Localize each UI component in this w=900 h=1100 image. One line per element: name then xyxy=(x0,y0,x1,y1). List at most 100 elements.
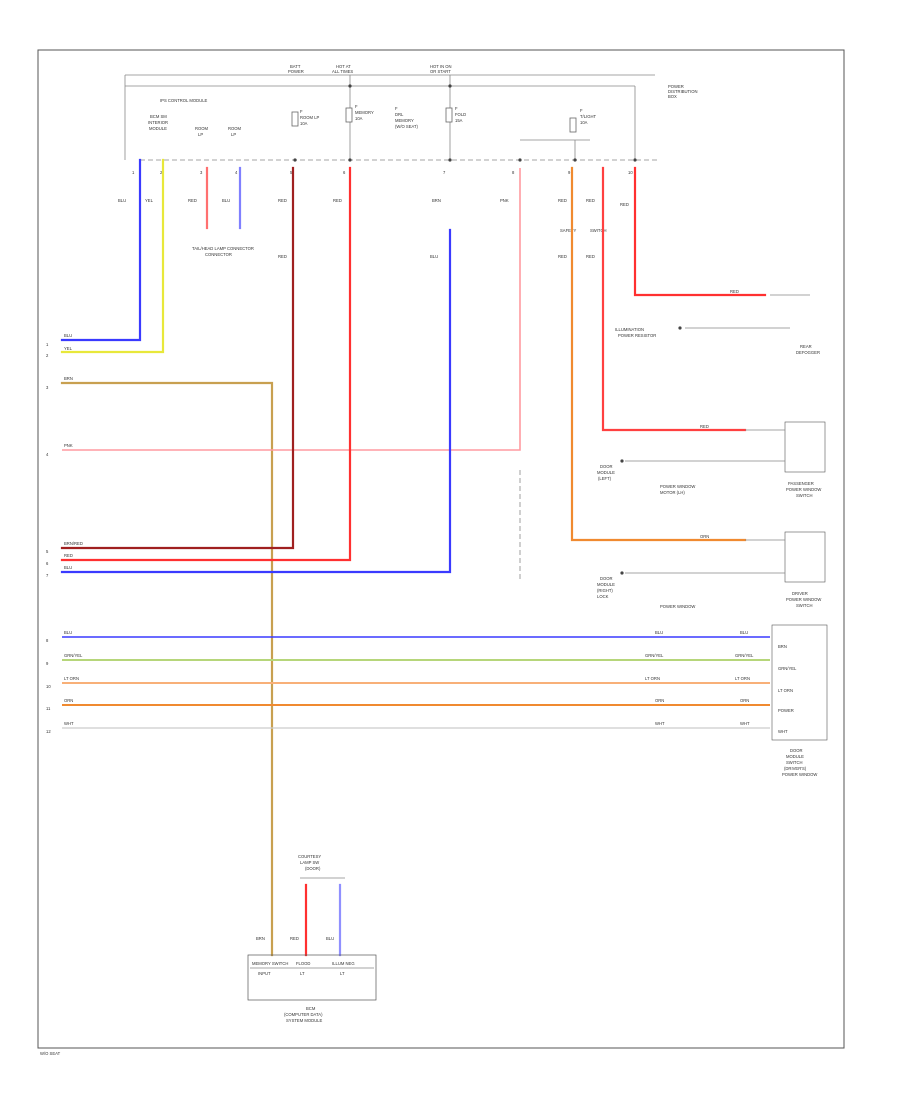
ll-ltorn: LT ORN xyxy=(64,676,79,681)
label-all-times: ALL TIMES xyxy=(332,69,353,74)
label-switch: SWITCH xyxy=(590,228,607,233)
wl-red-9: RED xyxy=(586,254,595,259)
label-fuse7-b: FOLD xyxy=(455,112,466,117)
label-hot-at: HOT AT xyxy=(336,64,351,69)
rl-ltorn-a: LT ORN xyxy=(645,676,660,681)
label-fuse4-a: F xyxy=(300,109,303,114)
rl-wht-b: WHT xyxy=(740,721,750,726)
wire-orn-right xyxy=(570,166,747,542)
wire-pnk xyxy=(62,168,521,451)
label-power-dist-2: DISTRIBUTION xyxy=(668,89,698,94)
label-fuse1-b: INTERIOR xyxy=(148,120,168,125)
lp-1: 1 xyxy=(46,342,49,347)
label-resistor: POWER RESISTOR xyxy=(618,333,656,338)
box-3: ILLUM NEG xyxy=(332,961,355,966)
label-ctrl-c: (DOOR) xyxy=(305,866,321,871)
rl-blu-b: BLU xyxy=(740,630,748,635)
rl-ltorn-b: LT ORN xyxy=(735,676,750,681)
rl-orn-b: ORN xyxy=(740,698,749,703)
label-bot-r-d: (DRIVER'S) xyxy=(784,766,807,771)
rl-red-top: RED xyxy=(730,289,739,294)
label-power: POWER xyxy=(288,69,304,74)
label-bot-r-e: POWER WINDOW xyxy=(782,772,817,777)
bl-ltblu: BLU xyxy=(326,936,334,941)
lp-6: 6 xyxy=(46,561,49,566)
wl-blu-3: BLU xyxy=(430,254,438,259)
wl-red-1: RED xyxy=(188,198,197,203)
label-fuse6-b: DRL xyxy=(395,112,404,117)
label-pass-mid-b: MODULE xyxy=(597,470,615,475)
label-pass-mid-a: DOOR xyxy=(600,464,613,469)
wires xyxy=(60,158,770,957)
wl-red-6: RED xyxy=(620,202,629,207)
wl-red-5: RED xyxy=(586,198,595,203)
right-wire-labels: BLU BLU GRN/YEL GRN/YEL LT ORN LT ORN OR… xyxy=(645,289,754,726)
label-tail-conn: TAIL/HEAD LAMP CONNECTOR xyxy=(192,246,254,251)
pin-label-d: POWER xyxy=(778,708,794,713)
label-fuse5-b: MEMORY xyxy=(355,110,374,115)
lp-10: 10 xyxy=(46,684,51,689)
ll-blu: BLU xyxy=(64,333,72,338)
fuse-block xyxy=(124,74,660,162)
label-drv-c: SWITCH xyxy=(796,603,813,608)
bl-brn: BRN xyxy=(256,936,265,941)
label-defogger: DEFOGGER xyxy=(796,350,820,355)
left-wire-labels: BLU YEL BRN PNK BRN/RED RED BLU BLU GRN/… xyxy=(46,333,83,734)
bus-pins: 1 2 3 4 5 6 7 8 9 10 xyxy=(132,170,633,175)
label-or-start: OR START xyxy=(430,69,451,74)
label-batt: BATT xyxy=(290,64,301,69)
wl-red-2: RED xyxy=(278,198,287,203)
label-hot-in-on: HOT IN ON xyxy=(430,64,452,69)
label-fuse4-b: ROOM LP xyxy=(300,115,320,120)
ll-pnk: PNK xyxy=(64,443,73,448)
label-bot-r-b: MODULE xyxy=(786,754,804,759)
label-fuse2-b: LP xyxy=(198,132,203,137)
lp-2: 2 xyxy=(46,353,49,358)
label-fuse1-c: MODULE xyxy=(149,126,167,131)
label-pass-mid-d: POWER WINDOW xyxy=(660,484,695,489)
label-drv-mid-a: DOOR xyxy=(600,576,613,581)
lp-11: 11 xyxy=(46,706,51,711)
label-bot-r-c: SWITCH xyxy=(786,760,803,765)
box-3b: LT xyxy=(340,971,345,976)
wire-labels-top: BLU YEL RED BLU RED RED BRN PNK RED RED … xyxy=(118,198,629,259)
wl-blu-2: BLU xyxy=(222,198,230,203)
bottom-module: COURTESY LAMP SW (DOOR) BRN RED BLU MEMO… xyxy=(247,854,377,1023)
label-ctrl-a: COURTESY xyxy=(298,854,321,859)
label-drv-mid-e: POWER WINDOW xyxy=(660,604,695,609)
label-fuse6-a: F xyxy=(395,106,398,111)
ll-orn: ORN xyxy=(64,698,73,703)
pin-2: 2 xyxy=(160,170,163,175)
wire-blu-left xyxy=(60,158,142,342)
rl-grnyel-a: GRN/YEL xyxy=(645,653,664,658)
label-power-dist-3: BOX xyxy=(668,94,677,99)
rl-blu-a: BLU xyxy=(655,630,663,635)
ll-yel: YEL xyxy=(64,346,73,351)
rl-wht-a: WHT xyxy=(655,721,665,726)
wl-red-4: RED xyxy=(558,198,567,203)
label-fuse6-c: MEMORY xyxy=(395,118,414,123)
ll-wht: WHT xyxy=(64,721,74,726)
wl-red-8: RED xyxy=(558,254,567,259)
ll-red: RED xyxy=(64,553,73,558)
pin-1: 1 xyxy=(132,170,135,175)
ll-brn: BRN xyxy=(64,376,73,381)
wl-pnk-1: PNK xyxy=(500,198,509,203)
box-2: FLOOD xyxy=(296,961,310,966)
label-fuse8-a: F xyxy=(580,108,583,113)
right-components: ILLUMINATION POWER RESISTOR REAR DEFOGGE… xyxy=(597,294,828,777)
rl-grnyel-b: GRN/YEL xyxy=(735,653,754,658)
pin-4: 4 xyxy=(235,170,238,175)
lp-8: 8 xyxy=(46,638,49,643)
wire-dkred xyxy=(60,166,295,550)
ll-dkred: BRN/RED xyxy=(64,541,83,546)
label-fuse6-d: (W/O SEAT) xyxy=(395,124,419,129)
pin-10: 10 xyxy=(628,170,633,175)
label-power-dist-1: POWER xyxy=(668,84,684,89)
label-pass-mid-e: MOTOR (LH) xyxy=(660,490,685,495)
label-pass-c: SWITCH xyxy=(796,493,813,498)
wire-brn-long xyxy=(60,381,274,957)
label-drv-mid-b: MODULE xyxy=(597,582,615,587)
wl-yel-1: YEL xyxy=(145,198,154,203)
